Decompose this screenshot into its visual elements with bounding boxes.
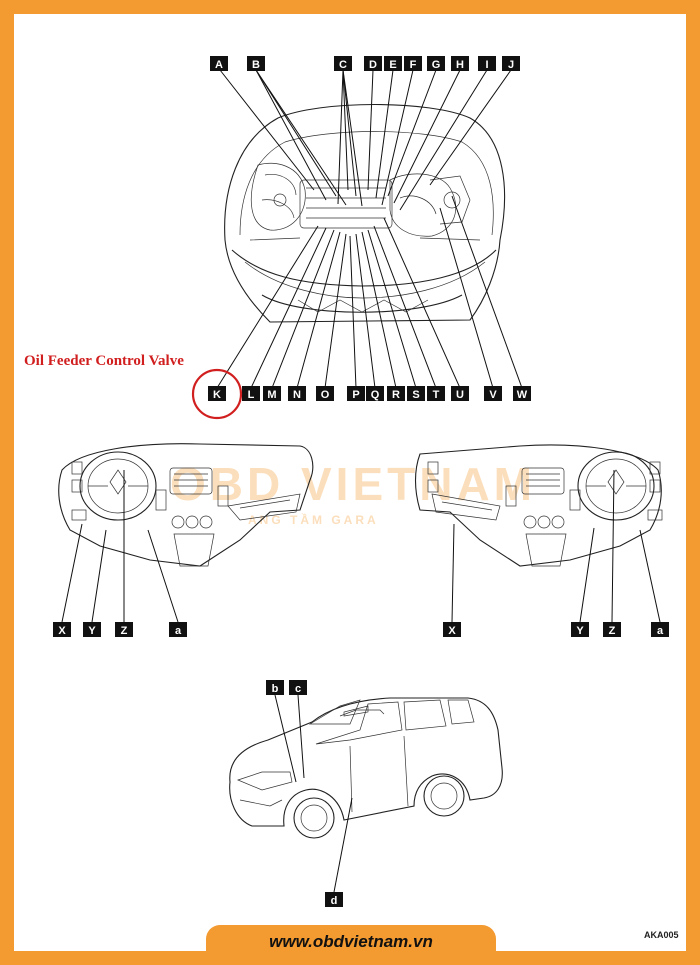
engine-label: U bbox=[456, 389, 464, 401]
footer-url-tab: www.obdvietnam.vn bbox=[206, 925, 496, 959]
dash-left-label: Y bbox=[88, 625, 96, 637]
engine-label: L bbox=[248, 389, 255, 401]
engine-label: N bbox=[293, 389, 301, 401]
dashboard-left-labels: X Y Z a bbox=[53, 622, 187, 637]
engine-label: Q bbox=[371, 389, 380, 401]
vehicle-leaders bbox=[274, 694, 353, 893]
figure-code: AKA005 bbox=[644, 930, 679, 940]
footer-url[interactable]: www.obdvietnam.vn bbox=[269, 932, 433, 951]
engine-label: O bbox=[321, 389, 330, 401]
engine-label: A bbox=[215, 59, 223, 71]
engine-label: H bbox=[456, 59, 464, 71]
engine-label: V bbox=[489, 389, 497, 401]
dashboard-right-labels: X Y Z a bbox=[443, 622, 669, 637]
engine-label: S bbox=[412, 389, 419, 401]
svg-text:ANG TẦM GARA: ANG TẦM GARA bbox=[248, 512, 379, 527]
engine-label: D bbox=[369, 59, 377, 71]
dash-left-label: Z bbox=[121, 625, 128, 637]
dash-left-label: X bbox=[58, 625, 66, 637]
svg-text:OBD VIETNAM: OBD VIETNAM bbox=[170, 458, 536, 510]
engine-bottom-leaders bbox=[216, 195, 523, 389]
engine-label: F bbox=[410, 59, 417, 71]
engine-label: G bbox=[432, 59, 441, 71]
engine-label: B bbox=[252, 59, 260, 71]
engine-top-leaders bbox=[219, 69, 512, 211]
vehicle-labels: b c d bbox=[266, 680, 343, 907]
dashboard-right-drawing bbox=[414, 444, 663, 567]
dashboard-left-leaders bbox=[61, 470, 179, 623]
vehicle-drawing bbox=[229, 697, 503, 839]
oil-feeder-callout-text: Oil Feeder Control Valve bbox=[24, 353, 184, 369]
engine-label: C bbox=[339, 59, 347, 71]
vehicle-label: b bbox=[272, 683, 279, 695]
engine-label: I bbox=[485, 59, 488, 71]
engine-label: T bbox=[433, 389, 440, 401]
engine-label: M bbox=[267, 389, 276, 401]
engine-label: R bbox=[392, 389, 400, 401]
engine-label: P bbox=[352, 389, 359, 401]
dash-left-label: a bbox=[175, 625, 182, 637]
dash-right-label: X bbox=[448, 625, 456, 637]
engine-label-k: K bbox=[213, 389, 221, 401]
engine-bottom-labels: K L M N O P Q R S T U V W bbox=[208, 386, 531, 401]
dashboard-left-drawing bbox=[58, 443, 314, 567]
engine-label: E bbox=[389, 59, 396, 71]
highlight-circle bbox=[191, 368, 243, 420]
vehicle-label: c bbox=[295, 683, 301, 695]
engine-label: J bbox=[508, 59, 514, 71]
engine-top-labels: A B C D E F G H I J bbox=[210, 56, 520, 71]
dash-right-label: Y bbox=[576, 625, 584, 637]
engine-label: W bbox=[517, 389, 528, 401]
dash-right-label: a bbox=[657, 625, 664, 637]
dashboard-right-leaders bbox=[451, 469, 661, 623]
vehicle-label: d bbox=[331, 895, 338, 907]
dash-right-label: Z bbox=[609, 625, 616, 637]
engine-bay-drawing bbox=[224, 104, 506, 323]
watermark: OBD VIETNAM ANG TẦM GARA bbox=[170, 458, 536, 527]
